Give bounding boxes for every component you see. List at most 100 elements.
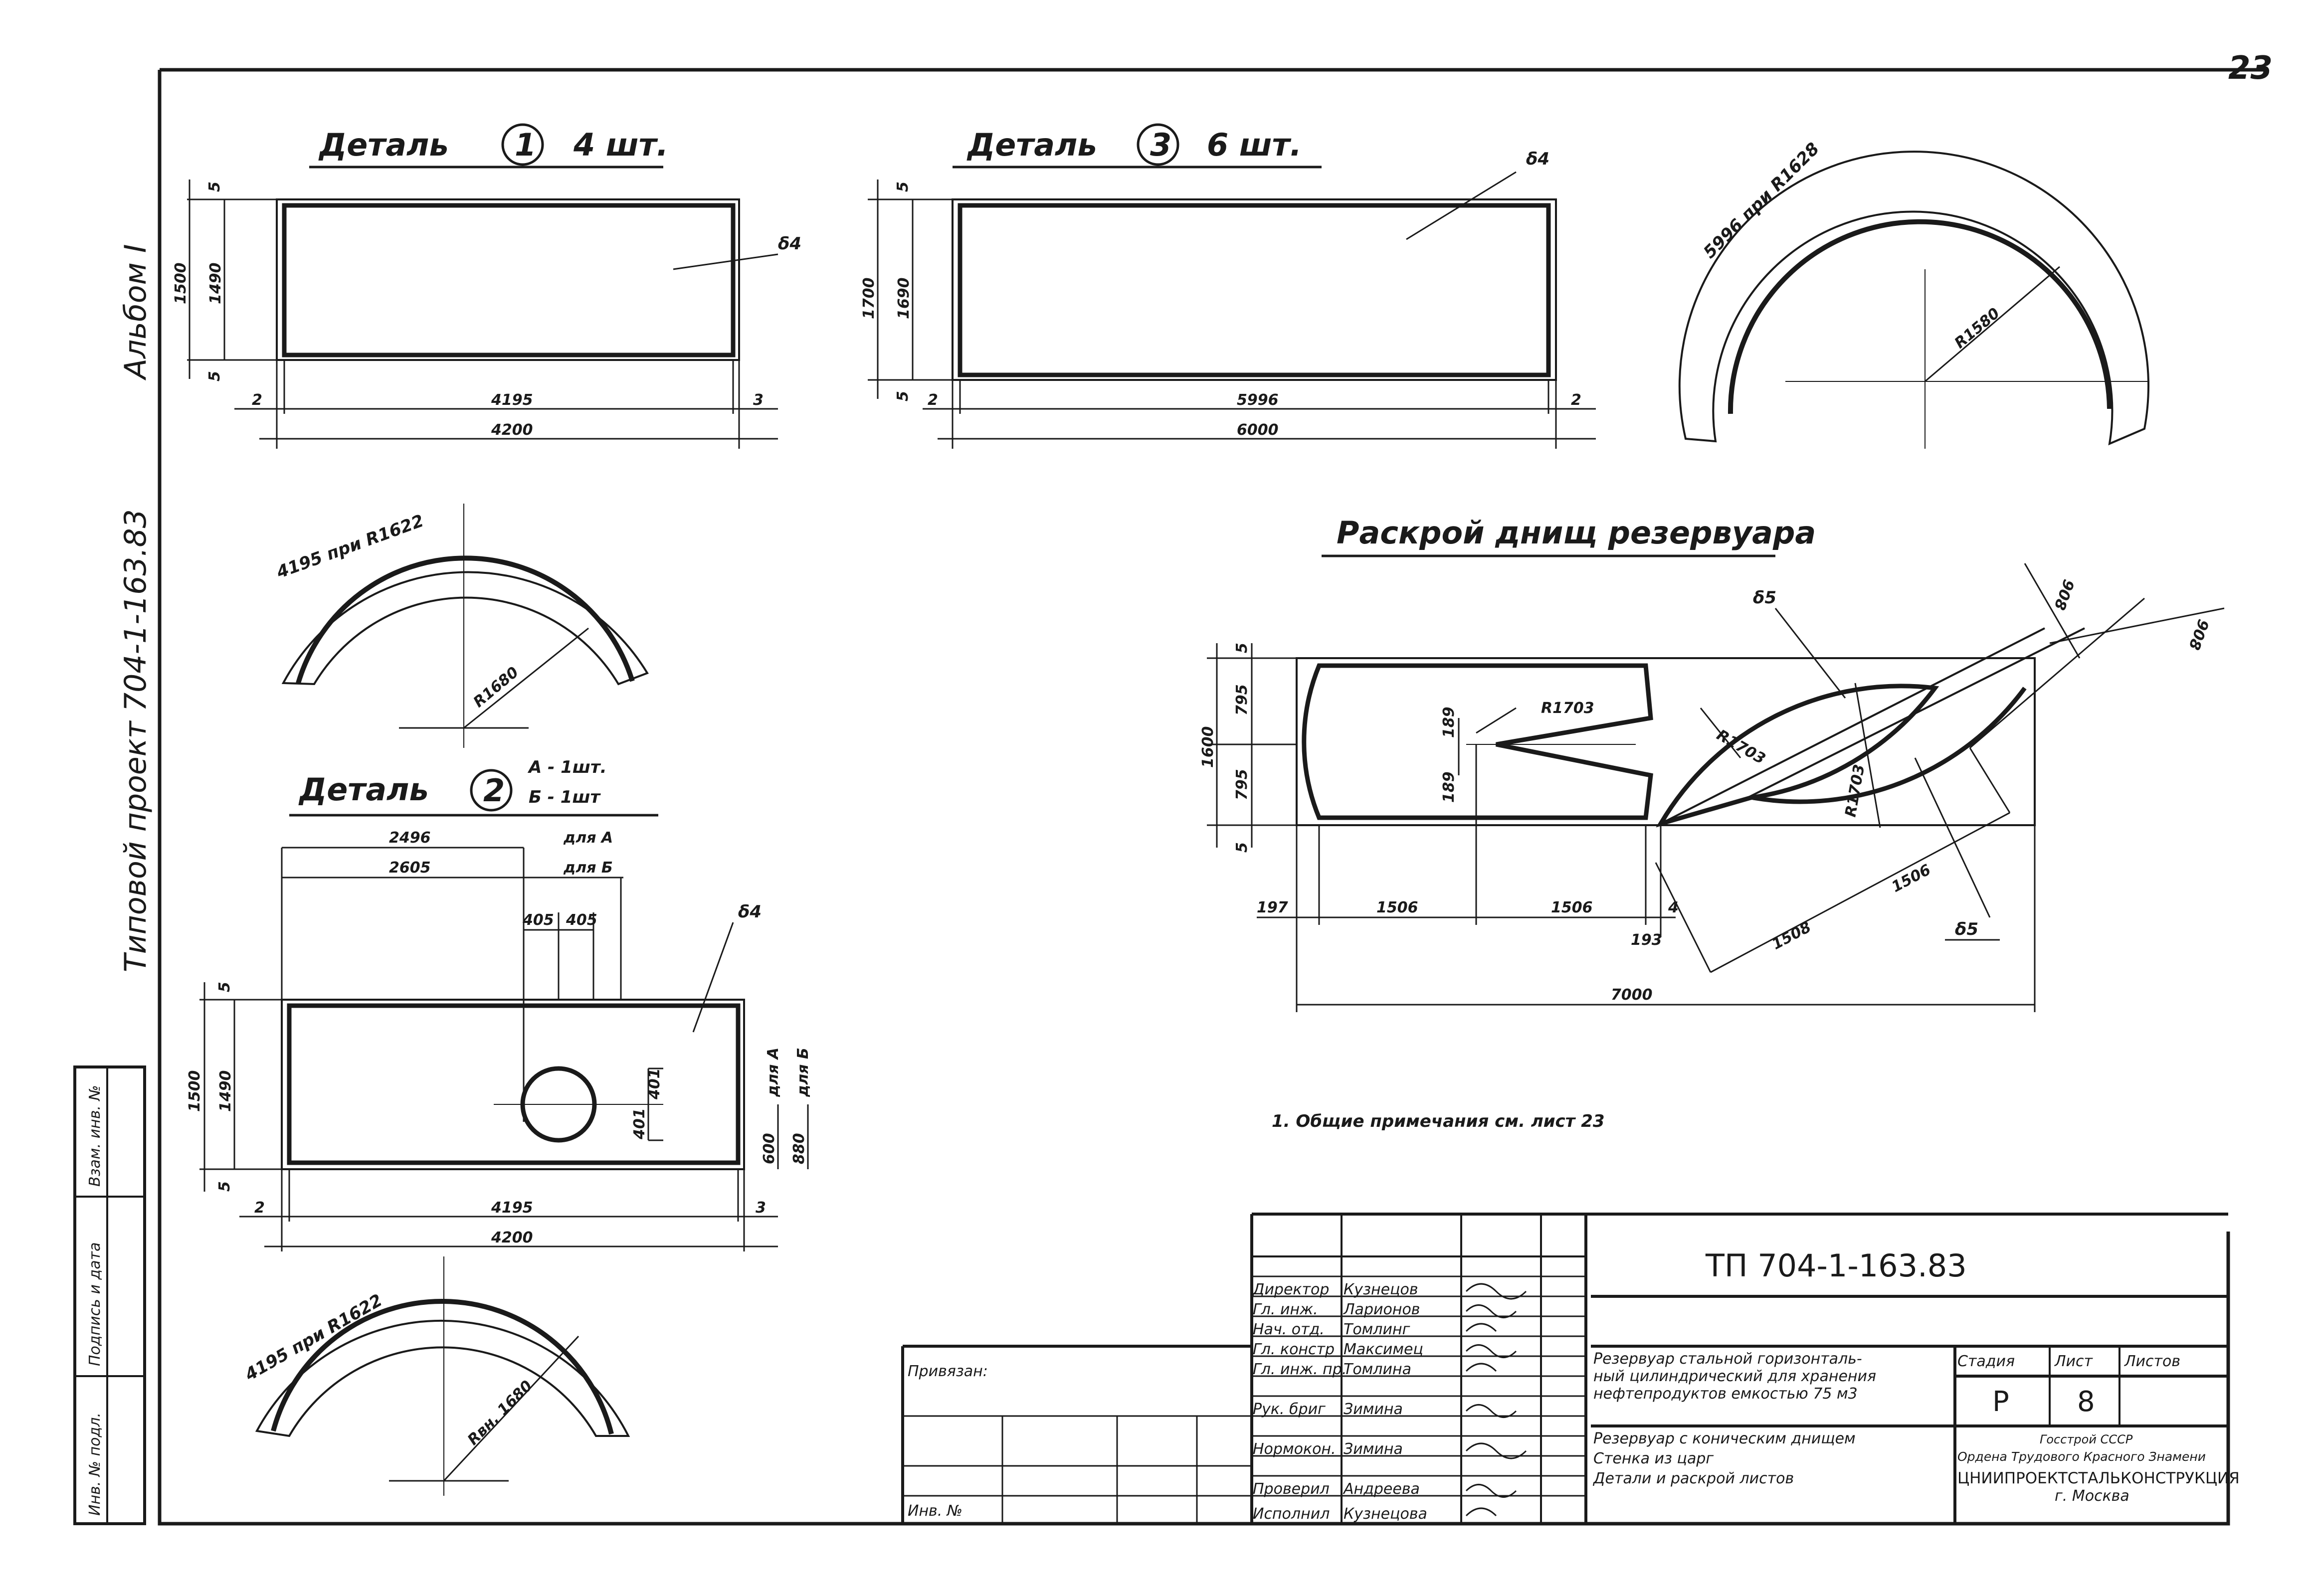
d2-2605: 2605	[389, 859, 431, 877]
d2-arc-radius: Rвн. 1680	[464, 1377, 536, 1449]
tb-desc1-2: нефтепродуктов емкостью 75 м3	[1593, 1385, 1858, 1403]
detail1-title: Деталь	[318, 127, 449, 163]
tb-sheet: 8	[2077, 1386, 2095, 1418]
d2-5a: 5	[216, 982, 233, 992]
d1-1490: 1490	[207, 263, 224, 305]
tb-role-4: Гл. инж. пр.	[1253, 1361, 1347, 1378]
tb-org3: ЦНИИПРОЕКТСТАЛЬКОНСТРУКЦИЯ	[1957, 1469, 2240, 1487]
d2-405a: 405	[522, 911, 554, 929]
cut-1508: 1508	[1769, 918, 1814, 953]
tb-sheet-h: Лист	[2054, 1353, 2094, 1370]
detail3-thickness: δ4	[1526, 149, 1549, 169]
detail2-num: 2	[483, 772, 505, 809]
detail-2: Деталь 2 А - 1шт. Б - 1шт 2496 2605 для …	[186, 757, 812, 1251]
d2-405b: 405	[566, 911, 597, 929]
tb-sheets-h: Листов	[2124, 1353, 2180, 1370]
tb-inv: Инв. №	[908, 1502, 962, 1520]
stamp-inv: Инв. № подл.	[86, 1413, 104, 1516]
general-note: 1. Общие примечания см. лист 23	[1272, 1111, 1605, 1131]
detail2-thickness: δ4	[738, 902, 762, 922]
detail2-arc: 4195 при R1622 Rвн. 1680	[241, 1256, 630, 1496]
cut-7000: 7000	[1611, 986, 1653, 1004]
d3-1700: 1700	[860, 278, 878, 320]
d2-arc-label: 4195 при R1622	[241, 1290, 386, 1386]
cut-th1: δ5	[1753, 588, 1776, 608]
d1-3: 3	[753, 391, 764, 409]
cut-4: 4	[1668, 899, 1679, 916]
d1-2: 2	[252, 391, 262, 409]
d2-4200: 4200	[491, 1229, 533, 1246]
d2-880: 880	[790, 1133, 808, 1164]
d2-1490: 1490	[217, 1070, 234, 1112]
tb-org1: Госстрой СССР	[2040, 1432, 2133, 1446]
d2-for-a: для А	[563, 829, 613, 847]
cut-189a: 189	[1440, 707, 1458, 738]
d3-5a: 5	[894, 181, 912, 192]
tb-role-6: Нормокон.	[1253, 1440, 1336, 1458]
tb-desc1-1: ный цилиндрический для хранения	[1593, 1368, 1876, 1385]
d1-5b: 5	[206, 371, 223, 381]
d2-5b: 5	[216, 1181, 233, 1192]
tb-stage-h: Стадия	[1957, 1353, 2015, 1370]
tb-org4: г. Москва	[2055, 1487, 2129, 1505]
tb-role-5: Рук. бриг	[1253, 1401, 1326, 1418]
cut-5a: 5	[1233, 643, 1251, 653]
tb-role-2: Нач. отд.	[1253, 1321, 1325, 1338]
title-block: ТП 704-1-163.83 Директор Гл. инж. Нач. о…	[901, 1213, 2240, 1524]
d2-401a: 401	[646, 1068, 663, 1100]
detail2-title: Деталь	[298, 771, 429, 808]
d3-5b: 5	[894, 391, 912, 401]
d1-1500: 1500	[172, 263, 190, 305]
cut-layout: Раскрой днищ резервуара R1703 189 189 δ5…	[1199, 515, 2225, 1012]
detail2-qty-a: А - 1шт.	[527, 757, 607, 777]
d2-3: 3	[756, 1199, 766, 1217]
d1-4200: 4200	[491, 421, 533, 439]
d2-600: 600	[761, 1133, 778, 1164]
cut-189b: 189	[1440, 771, 1458, 803]
detail3-qty: 6 шт.	[1207, 127, 1302, 163]
tb-desc1-0: Резервуар стальной горизонталь-	[1593, 1350, 1862, 1368]
tb-role-7: Проверил	[1253, 1480, 1330, 1498]
album-label: Альбом I	[118, 244, 153, 381]
detail-1: Деталь 1 4 шт. δ4 5 5 1500 1490 2 3 4195…	[172, 123, 801, 449]
detail3-arc: 5996 при R1628 R1580	[1678, 139, 2149, 449]
tb-designation: ТП 704-1-163.83	[1705, 1247, 1967, 1284]
cut-5b: 5	[1233, 842, 1251, 853]
tb-signatures	[1465, 1283, 1527, 1517]
tb-name-6: Зимина	[1344, 1440, 1403, 1458]
detail2-qty-b: Б - 1шт	[529, 787, 601, 807]
detail1-qty: 4 шт.	[573, 127, 668, 163]
detail1-arc: 4195 при R1622 R1680	[273, 504, 649, 748]
project-side-label: Типовой проект 704-1-163.83	[118, 509, 153, 972]
tb-tied: Привязан:	[908, 1363, 988, 1380]
cut-1600: 1600	[1199, 726, 1217, 768]
d2-1500: 1500	[186, 1070, 203, 1112]
cut-r2: R1703	[1714, 726, 1768, 768]
d2-2: 2	[254, 1199, 265, 1217]
tb-name-2: Томлинг	[1344, 1321, 1410, 1338]
detail1-thickness: δ4	[778, 234, 801, 254]
cut-th2: δ5	[1955, 919, 1978, 939]
tb-role-8: Исполнил	[1253, 1505, 1330, 1523]
tb-name-5: Зимина	[1344, 1401, 1403, 1418]
tb-name-0: Кузнецов	[1344, 1281, 1418, 1298]
detail3-num: 3	[1150, 127, 1171, 163]
detail-3: Деталь 3 6 шт. δ4 5 5 1700 1690 2 2 5996…	[860, 123, 1596, 449]
cut-r3: R1703	[1842, 763, 1868, 818]
cut-193: 193	[1631, 931, 1662, 949]
d2-4195: 4195	[491, 1199, 533, 1217]
cut-908a: 908	[2050, 577, 2077, 612]
tb-stage: Р	[1992, 1386, 2009, 1418]
tb-role-3: Гл. констр	[1253, 1341, 1335, 1358]
tb-desc2-2: Детали и раскрой листов	[1592, 1470, 1794, 1487]
cut-title: Раскрой днищ резервуара	[1337, 515, 1816, 551]
d2-v-for-a: для А	[765, 1048, 782, 1097]
cut-795b: 795	[1233, 769, 1251, 800]
cut-1506a: 1506	[1376, 899, 1418, 916]
tb-org2: Ордена Трудового Красного Знамени	[1957, 1449, 2206, 1464]
tb-name-3: Максимец	[1344, 1341, 1423, 1358]
cut-795a: 795	[1233, 684, 1251, 715]
detail1-num: 1	[515, 127, 536, 163]
d3-1690: 1690	[895, 278, 913, 320]
